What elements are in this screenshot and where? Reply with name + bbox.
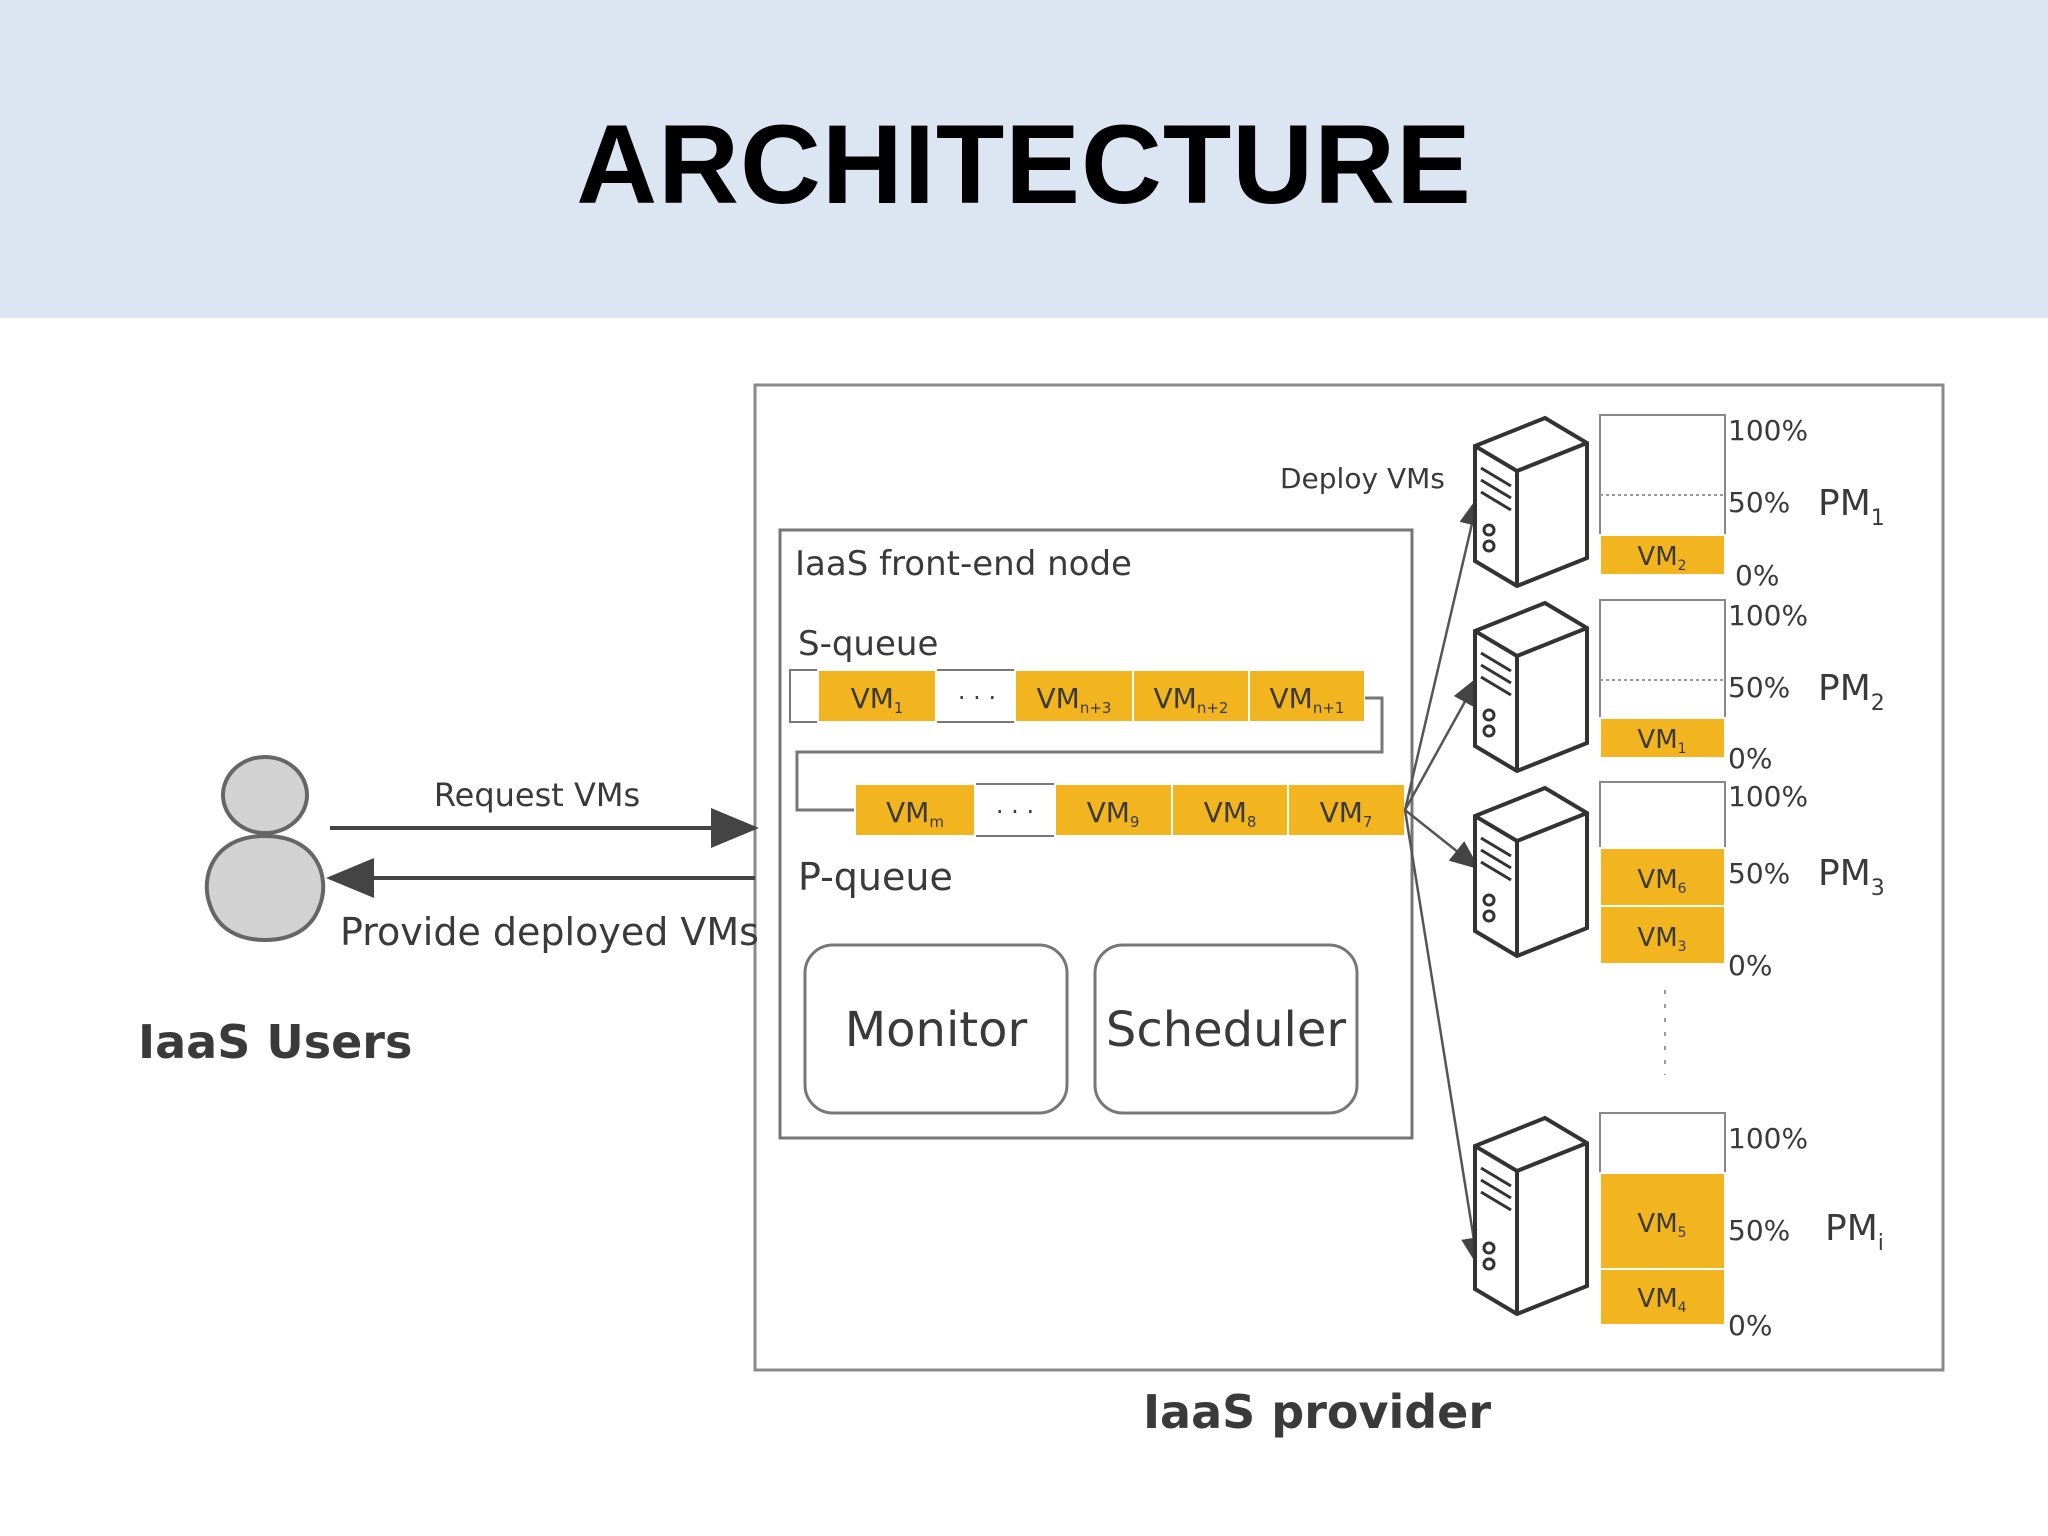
scale-100: 100%	[1728, 1122, 1808, 1155]
scale-100: 100%	[1728, 414, 1808, 447]
monitor-label: Monitor	[845, 1002, 1028, 1058]
pm-capacity-bar: VM5 VM4	[1599, 1112, 1726, 1326]
svg-text:VMn+3: VMn+3	[1037, 682, 1112, 717]
s-queue-ellipsis: · · ·	[958, 684, 996, 712]
svg-text:VM1: VM1	[1637, 725, 1686, 757]
user-icon	[204, 755, 326, 943]
svg-text:VM4: VM4	[1637, 1284, 1686, 1316]
pm-capacity-bar: VM2	[1599, 414, 1726, 576]
pm-label: PMi	[1825, 1208, 1884, 1256]
svg-text:VM7: VM7	[1320, 796, 1373, 831]
svg-text:VMn+2: VMn+2	[1154, 682, 1229, 717]
p-queue-slot: VM7	[1287, 783, 1406, 837]
s-queue-slot: VM1	[817, 669, 937, 723]
pm-capacity-bar: VM6 VM3	[1599, 781, 1726, 965]
queue-connector	[795, 696, 1384, 812]
scale-0: 0%	[1735, 559, 1779, 592]
svg-text:VMn+1: VMn+1	[1270, 682, 1345, 717]
provide-label: Provide deployed VMs	[340, 910, 759, 954]
pm-capacity-bar: VM1	[1599, 599, 1726, 759]
vm-block	[1599, 534, 1726, 576]
svg-text:VM9: VM9	[1087, 796, 1140, 831]
pm-label: PM2	[1818, 668, 1885, 716]
svg-text:VM1: VM1	[851, 682, 904, 717]
scale-50: 50%	[1728, 857, 1790, 890]
monitor-box	[803, 943, 1069, 1115]
s-queue-slot: VMn+2	[1132, 669, 1250, 723]
scheduler-label: Scheduler	[1106, 1002, 1347, 1058]
request-label: Request VMs	[434, 776, 640, 814]
s-queue-slot: VMn+3	[1014, 669, 1134, 723]
page-title: ARCHITECTURE	[576, 102, 1472, 227]
server-icon	[1473, 785, 1589, 959]
title-banner	[0, 0, 2048, 318]
s-queue-slot: VMn+1	[1248, 669, 1366, 723]
provider-label: IaaS provider	[1143, 1385, 1491, 1439]
svg-text:VM8: VM8	[1204, 796, 1257, 831]
scale-50: 50%	[1728, 1214, 1790, 1247]
vm-block	[1599, 847, 1726, 907]
scale-100: 100%	[1728, 780, 1808, 813]
scale-50: 50%	[1728, 671, 1790, 704]
svg-text:VMm: VMm	[886, 796, 944, 831]
p-queue-ellipsis: · · ·	[996, 798, 1034, 826]
p-queue-label: P-queue	[798, 855, 953, 899]
s-queue-label: S-queue	[798, 624, 938, 664]
s-queue: VM1 · · · VMn+3 VMn+2 VMn+1	[789, 669, 1366, 723]
pm-label: PM3	[1818, 853, 1885, 901]
svg-text:VM3: VM3	[1637, 923, 1686, 955]
deploy-arrows	[1403, 495, 1486, 1268]
scale-0: 0%	[1728, 1309, 1772, 1342]
pm-label: PM1	[1818, 483, 1885, 531]
p-queue: VMm · · · VM9 VM8 VM7	[854, 783, 1406, 837]
vm-block	[1599, 1172, 1726, 1270]
p-queue-slot: VM8	[1171, 783, 1289, 837]
server-icon	[1473, 1115, 1589, 1317]
p-queue-slot: VM9	[1054, 783, 1173, 837]
svg-text:VM6: VM6	[1637, 865, 1686, 897]
scale-50: 50%	[1728, 486, 1790, 519]
server-icon	[1473, 600, 1589, 774]
p-queue-slot: VMm	[854, 783, 976, 837]
vm-block	[1599, 905, 1726, 965]
deploy-label: Deploy VMs	[1280, 462, 1445, 495]
svg-text:VM2: VM2	[1637, 542, 1686, 574]
front-end-label: IaaS front-end node	[795, 544, 1132, 584]
vm-block	[1599, 1268, 1726, 1326]
svg-text:VM5: VM5	[1637, 1209, 1686, 1241]
scale-0: 0%	[1728, 742, 1772, 775]
scale-100: 100%	[1728, 599, 1808, 632]
scheduler-box	[1093, 943, 1359, 1115]
users-label: IaaS Users	[138, 1015, 412, 1069]
vm-block	[1599, 717, 1726, 759]
server-icon	[1473, 415, 1589, 589]
scale-0: 0%	[1728, 949, 1772, 982]
